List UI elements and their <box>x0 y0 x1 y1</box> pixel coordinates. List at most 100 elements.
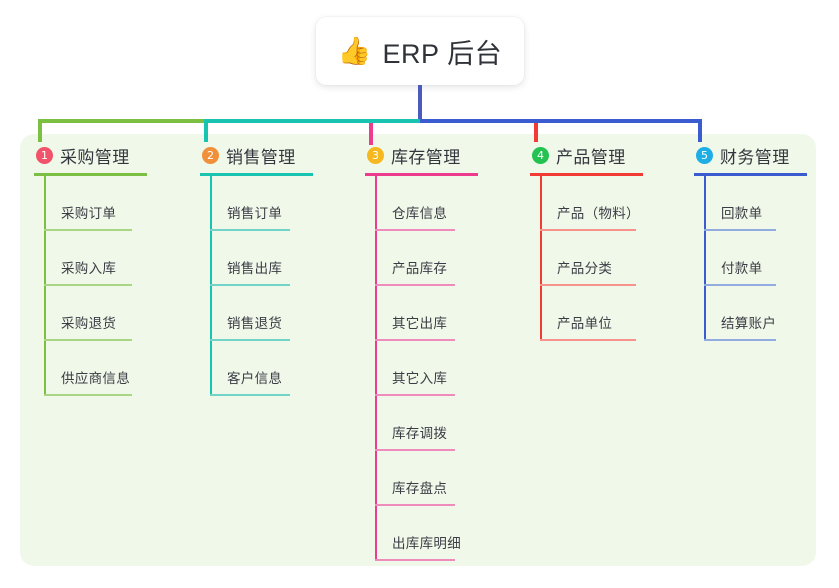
branch-item[interactable]: 回款单 <box>704 176 807 231</box>
branch-item-label: 其它入库 <box>392 371 448 386</box>
branch-item-label: 库存盘点 <box>392 481 448 496</box>
branch-item-label: 付款单 <box>721 261 763 276</box>
branch-items-3: 仓库信息产品库存其它出库其它入库库存调拨库存盘点出库库明细 <box>375 176 478 561</box>
branch-item-label: 采购订单 <box>61 206 117 221</box>
root-trunk-connector <box>418 85 422 121</box>
branch-item-label: 供应商信息 <box>61 371 130 386</box>
bus-segment-1 <box>38 119 204 123</box>
branch-item[interactable]: 销售退货 <box>210 286 313 341</box>
branch-item-rule <box>704 229 776 231</box>
branch-items-4: 产品（物料） 产品分类产品单位 <box>540 176 643 341</box>
branch-item-label: 产品库存 <box>392 261 448 276</box>
branch-5[interactable]: 5 财务管理回款单付款单结算账户 <box>694 142 807 341</box>
branch-header-2[interactable]: 2 销售管理 <box>200 142 313 168</box>
branch-item-rule <box>210 339 290 341</box>
branch-header-rule-4 <box>530 173 643 176</box>
branch-spine-4 <box>540 176 542 341</box>
branch-item-rule <box>375 394 455 396</box>
branch-item-rule <box>44 339 132 341</box>
branch-item-label: 产品（物料） <box>557 206 640 221</box>
branch-drop-connector-3 <box>369 119 373 145</box>
branch-item-rule <box>44 284 132 286</box>
branch-item-label: 仓库信息 <box>392 206 448 221</box>
branch-item[interactable]: 出库库明细 <box>375 506 478 561</box>
branch-item-label: 采购退货 <box>61 316 117 331</box>
branch-drop-connector-5 <box>698 119 702 142</box>
branch-number-badge-5: 5 <box>696 146 713 164</box>
branch-item[interactable]: 其它出库 <box>375 286 478 341</box>
branch-number-badge-2: 2 <box>202 146 219 164</box>
branch-2[interactable]: 2 销售管理销售订单销售出库销售退货客户信息 <box>200 142 313 396</box>
branch-number-badge-4: 4 <box>532 146 549 164</box>
branch-items-1: 采购订单采购入库采购退货供应商信息 <box>44 176 147 396</box>
branch-item[interactable]: 仓库信息 <box>375 176 478 231</box>
branch-spine-3 <box>375 176 377 561</box>
branch-drop-connector-1 <box>38 119 42 142</box>
branch-item[interactable]: 产品（物料） <box>540 176 643 231</box>
root-node[interactable]: 👍 ERP 后台 <box>316 17 524 85</box>
branch-header-rule-3 <box>365 173 478 176</box>
branch-item-rule <box>540 229 636 231</box>
branch-drop-connector-4 <box>534 119 538 142</box>
branch-items-5: 回款单付款单结算账户 <box>704 176 807 341</box>
branch-item[interactable]: 其它入库 <box>375 341 478 396</box>
branch-item[interactable]: 产品单位 <box>540 286 643 341</box>
branch-item[interactable]: 产品库存 <box>375 231 478 286</box>
branch-item[interactable]: 采购退货 <box>44 286 147 341</box>
branch-item-label: 出库库明细 <box>392 536 461 551</box>
branch-item[interactable]: 销售出库 <box>210 231 313 286</box>
branch-item-rule <box>210 394 290 396</box>
branch-item[interactable]: 采购入库 <box>44 231 147 286</box>
branch-item[interactable]: 采购订单 <box>44 176 147 231</box>
branch-header-5[interactable]: 5 财务管理 <box>694 142 807 168</box>
branch-item[interactable]: 销售订单 <box>210 176 313 231</box>
branch-title-4: 产品管理 <box>556 147 626 167</box>
branch-spine-2 <box>210 176 212 396</box>
branch-item-label: 销售订单 <box>227 206 283 221</box>
branch-item[interactable]: 供应商信息 <box>44 341 147 396</box>
branch-4[interactable]: 4 产品管理产品（物料） 产品分类产品单位 <box>530 142 643 341</box>
branch-item-label: 采购入库 <box>61 261 117 276</box>
branch-item-rule <box>44 394 132 396</box>
branch-item-rule <box>540 339 636 341</box>
branch-number-badge-3: 3 <box>367 146 384 164</box>
branch-item-rule <box>375 339 455 341</box>
branch-item[interactable]: 产品分类 <box>540 231 643 286</box>
branch-item-label: 结算账户 <box>721 316 777 331</box>
branch-title-2: 销售管理 <box>226 147 296 167</box>
diagram-background-panel <box>20 134 816 566</box>
branch-title-1: 采购管理 <box>60 147 130 167</box>
branch-spine-1 <box>44 176 46 396</box>
branch-item-rule <box>375 559 455 561</box>
branch-header-4[interactable]: 4 产品管理 <box>530 142 643 168</box>
bus-segment-2 <box>204 119 420 123</box>
branch-item-rule <box>44 229 132 231</box>
branch-item-rule <box>375 284 455 286</box>
branch-item-rule <box>540 284 636 286</box>
branch-item-rule <box>704 284 776 286</box>
branch-header-rule-5 <box>694 173 807 176</box>
branch-item[interactable]: 付款单 <box>704 231 807 286</box>
branch-item[interactable]: 库存盘点 <box>375 451 478 506</box>
branch-title-5: 财务管理 <box>720 147 790 167</box>
branch-item[interactable]: 库存调拨 <box>375 396 478 451</box>
branch-item-label: 产品分类 <box>557 261 613 276</box>
branch-header-rule-1 <box>34 173 147 176</box>
branch-item-rule <box>210 229 290 231</box>
branch-item-label: 销售出库 <box>227 261 283 276</box>
branch-item-rule <box>210 284 290 286</box>
branch-item-rule <box>375 229 455 231</box>
branch-item-label: 客户信息 <box>227 371 283 386</box>
branch-item-rule <box>375 449 455 451</box>
branch-item[interactable]: 结算账户 <box>704 286 807 341</box>
branch-item-rule <box>375 504 455 506</box>
branch-item-label: 其它出库 <box>392 316 448 331</box>
branch-item[interactable]: 客户信息 <box>210 341 313 396</box>
branch-items-2: 销售订单销售出库销售退货客户信息 <box>210 176 313 396</box>
branch-item-label: 产品单位 <box>557 316 613 331</box>
